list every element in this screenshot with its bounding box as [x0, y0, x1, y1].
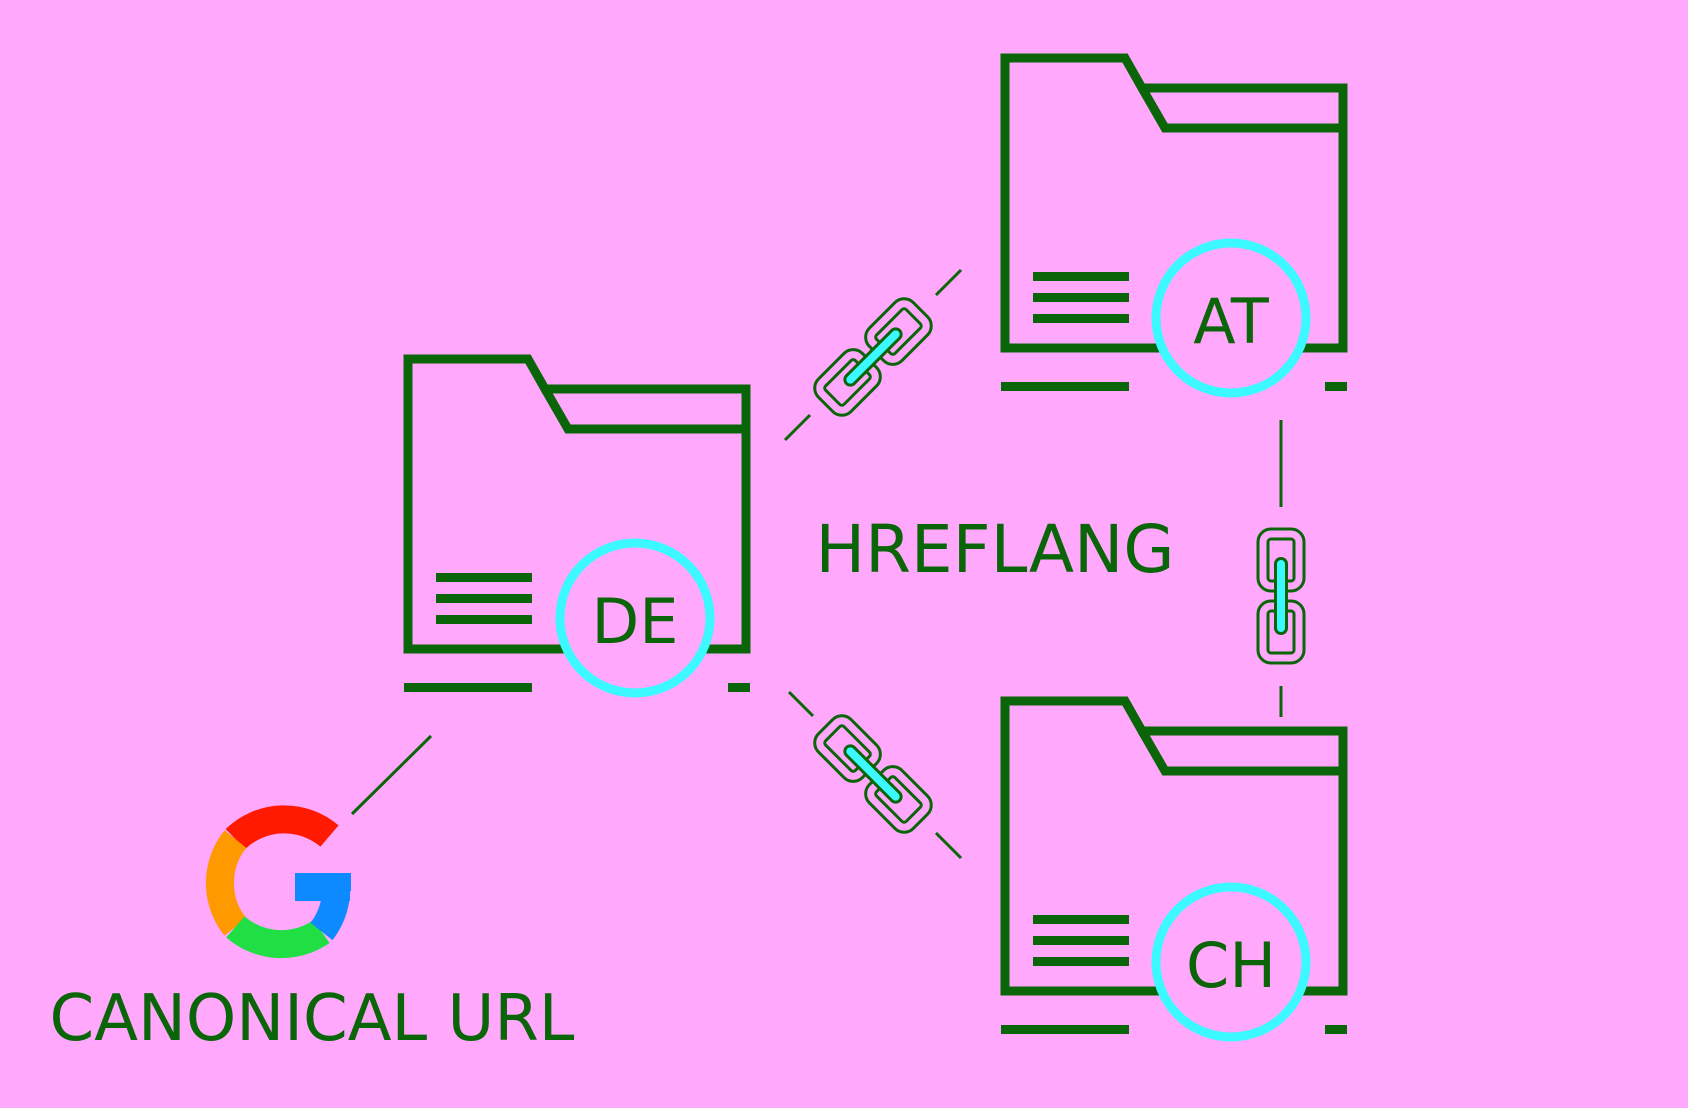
- connector-de-ch: [787, 690, 963, 860]
- country-code-at: AT: [1193, 285, 1270, 358]
- chain-link-icon: [809, 293, 936, 420]
- canonical-url-label: CANONICAL URL: [50, 982, 575, 1056]
- folder-at: AT: [1001, 58, 1347, 398]
- chain-link-icon: [809, 710, 936, 837]
- google-g-logo: [205, 805, 351, 959]
- country-code-de: DE: [592, 585, 679, 658]
- connector-de-google: [350, 734, 433, 816]
- connector-de-at: [783, 268, 963, 442]
- country-code-ch: CH: [1186, 929, 1276, 1002]
- hreflang-label: HREFLANG: [815, 511, 1174, 588]
- folder-ch: CH: [1001, 701, 1347, 1042]
- folder-de: DE: [404, 359, 750, 698]
- country-badge-de: [555, 538, 715, 698]
- country-badge-ch: [1151, 882, 1311, 1042]
- connector-at-ch: [1258, 420, 1304, 717]
- country-badge-at: [1151, 238, 1311, 398]
- chain-link-icon: [1258, 529, 1304, 663]
